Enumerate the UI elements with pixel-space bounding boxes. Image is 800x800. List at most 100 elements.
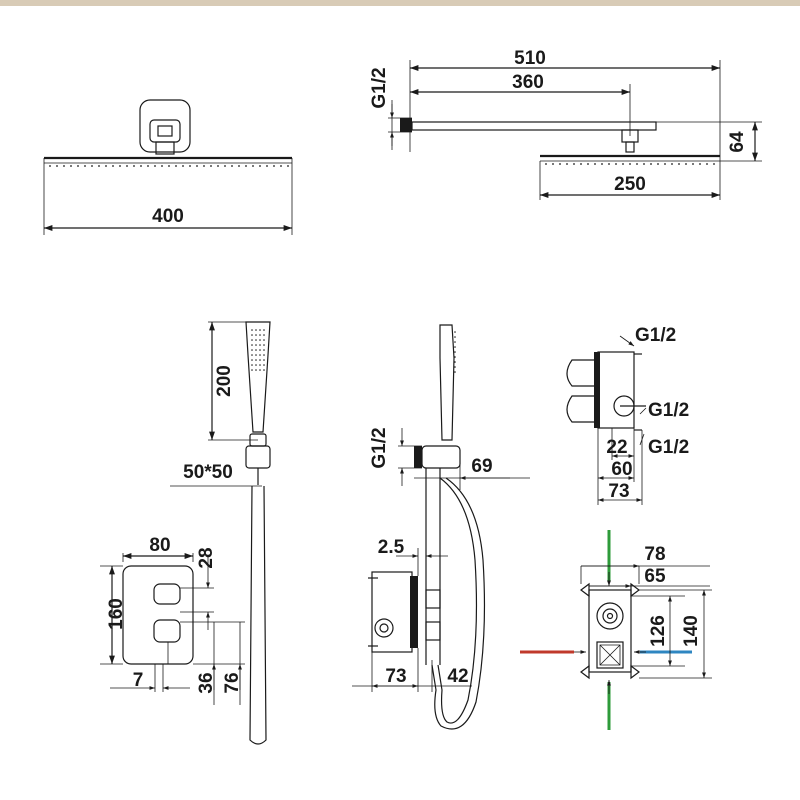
- nozzle-dot: [77, 165, 79, 167]
- nozzle-dot: [263, 334, 265, 336]
- nozzle-dot: [168, 165, 170, 167]
- nozzle-dot: [636, 163, 638, 165]
- nozzle-dot: [594, 163, 596, 165]
- nozzle-dot: [255, 364, 257, 366]
- nozzle-dot: [657, 163, 659, 165]
- nozzle-dot: [454, 371, 456, 373]
- nozzle-dot: [217, 165, 219, 167]
- dim-faceplate-height: 160: [106, 598, 127, 630]
- valve-faceplate-front: 80 28 160 36 76 7: [100, 535, 245, 705]
- nozzle-dot: [706, 163, 708, 165]
- nozzle-dot: [263, 359, 265, 361]
- dim-lower-a: 36: [196, 672, 217, 693]
- nozzle-dot: [63, 165, 65, 167]
- spray-nozzles-side: [545, 163, 715, 165]
- nozzle-dot: [126, 165, 128, 167]
- dim-front-inner-width: 65: [644, 566, 666, 587]
- nozzle-dot: [559, 163, 561, 165]
- dim-hand-shower-length: 200: [214, 365, 235, 397]
- dim-valve-offset: 2.5: [378, 537, 405, 558]
- dim-faceplate-width: 80: [149, 535, 170, 556]
- nozzle-dot: [210, 165, 212, 167]
- nozzle-dot: [273, 165, 275, 167]
- nozzle-dot: [287, 165, 289, 167]
- label-port-b: G1/2: [648, 400, 689, 421]
- nozzle-dot: [251, 334, 253, 336]
- dim-head-side-width: 250: [614, 174, 646, 195]
- nozzle-dot: [685, 163, 687, 165]
- nozzle-dot: [133, 165, 135, 167]
- nozzle-dot: [454, 336, 456, 338]
- nozzle-dot: [573, 163, 575, 165]
- nozzle-dot: [196, 165, 198, 167]
- dim-plate-depth: 42: [447, 666, 468, 687]
- nozzle-dot: [119, 165, 121, 167]
- nozzle-dot: [608, 163, 610, 165]
- nozzle-dot: [255, 359, 257, 361]
- nozzle-dot: [587, 163, 589, 165]
- shower-head-side-view: 510 360 G1/2 64 250: [369, 48, 762, 200]
- nozzle-dot: [580, 163, 582, 165]
- nozzle-dot: [255, 354, 257, 356]
- nozzle-dot: [454, 351, 456, 353]
- dim-head-width: 400: [152, 206, 184, 227]
- label-port-c: G1/2: [648, 437, 689, 458]
- dim-front-outer-width: 78: [644, 544, 665, 565]
- nozzle-dot: [671, 163, 673, 165]
- dim-arm-inlet: G1/2: [369, 67, 390, 108]
- dim-top-c: 73: [608, 481, 629, 502]
- nozzle-dot: [56, 165, 58, 167]
- nozzle-dot: [454, 341, 456, 343]
- nozzle-dot: [255, 344, 257, 346]
- nozzle-dot: [251, 329, 253, 331]
- dim-bracket: 50*50: [183, 462, 233, 483]
- nozzle-dot: [255, 339, 257, 341]
- nozzle-dot: [251, 354, 253, 356]
- nozzle-dot: [203, 165, 205, 167]
- dim-elbow-depth: 69: [471, 456, 492, 477]
- nozzle-dot: [231, 165, 233, 167]
- dim-total-length: 510: [514, 48, 546, 69]
- dim-arm-length: 360: [512, 72, 544, 93]
- nozzle-dot: [263, 339, 265, 341]
- nozzle-dot: [259, 344, 261, 346]
- nozzle-dot: [259, 354, 261, 356]
- nozzle-dot: [622, 163, 624, 165]
- nozzle-dot: [259, 165, 261, 167]
- nozzle-dot: [454, 361, 456, 363]
- dim-elbow-inlet: G1/2: [369, 427, 390, 468]
- nozzle-dot: [147, 165, 149, 167]
- nozzle-dot: [224, 165, 226, 167]
- nozzle-dot: [91, 165, 93, 167]
- nozzle-dot: [161, 165, 163, 167]
- nozzle-dot: [263, 354, 265, 356]
- dim-head-height: 64: [727, 131, 748, 153]
- dim-front-outer-height: 140: [681, 615, 702, 647]
- valve-front-view: 78 65 126 140: [520, 530, 712, 730]
- spray-nozzles: [49, 165, 289, 167]
- label-port-a: G1/2: [635, 325, 676, 346]
- nozzle-dot: [545, 163, 547, 165]
- nozzle-dot: [259, 329, 261, 331]
- nozzle-dot: [259, 349, 261, 351]
- nozzle-dot: [263, 349, 265, 351]
- nozzle-dot: [255, 329, 257, 331]
- nozzle-dot: [615, 163, 617, 165]
- nozzle-dot: [245, 165, 247, 167]
- nozzle-dot: [259, 369, 261, 371]
- nozzle-dot: [629, 163, 631, 165]
- nozzle-dot: [664, 163, 666, 165]
- valve-top-view: G1/2 G1/2 G1/2 22 60 73: [566, 325, 689, 505]
- nozzle-dot: [263, 344, 265, 346]
- hand-shower-nozzles: [251, 329, 265, 371]
- nozzle-dot: [154, 165, 156, 167]
- hand-shower-side-nozzles: [454, 331, 456, 373]
- nozzle-dot: [251, 339, 253, 341]
- nozzle-dot: [252, 165, 254, 167]
- dim-top-a: 22: [606, 437, 627, 458]
- nozzle-dot: [454, 366, 456, 368]
- nozzle-dot: [238, 165, 240, 167]
- top-decorative-strip: [0, 0, 800, 6]
- nozzle-dot: [259, 339, 261, 341]
